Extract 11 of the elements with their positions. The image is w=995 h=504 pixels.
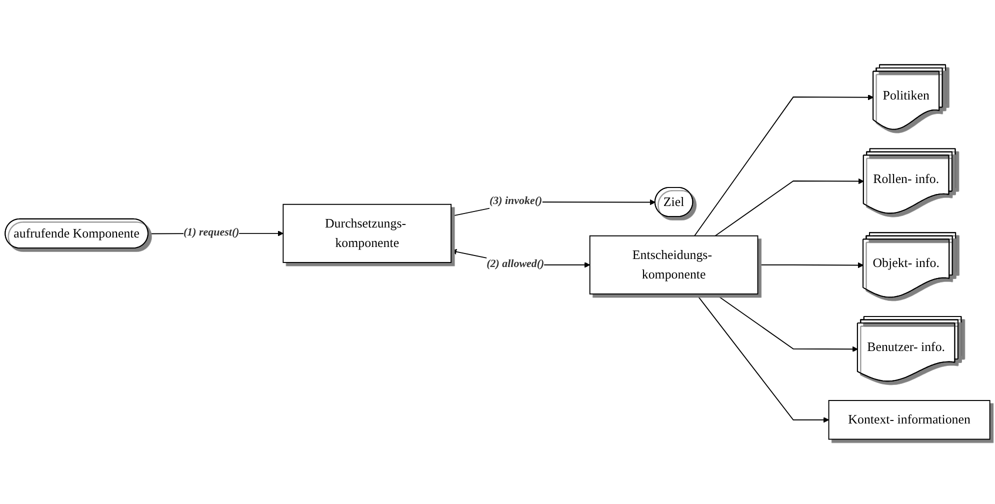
arrow xyxy=(694,94,874,236)
arrow xyxy=(714,293,858,352)
node-box: Kontext- informationen xyxy=(828,400,990,440)
arrow xyxy=(714,178,864,236)
arrow xyxy=(696,293,830,423)
edge-label: (2) allowed() xyxy=(486,257,544,270)
node-box: Durchsetzungs- komponente xyxy=(282,204,452,263)
edge-label: (1) request() xyxy=(183,226,240,238)
edge-label: (3) invoke() xyxy=(489,194,542,206)
node-box: Entscheidungs- komponente xyxy=(589,235,758,294)
arrow xyxy=(757,262,864,268)
